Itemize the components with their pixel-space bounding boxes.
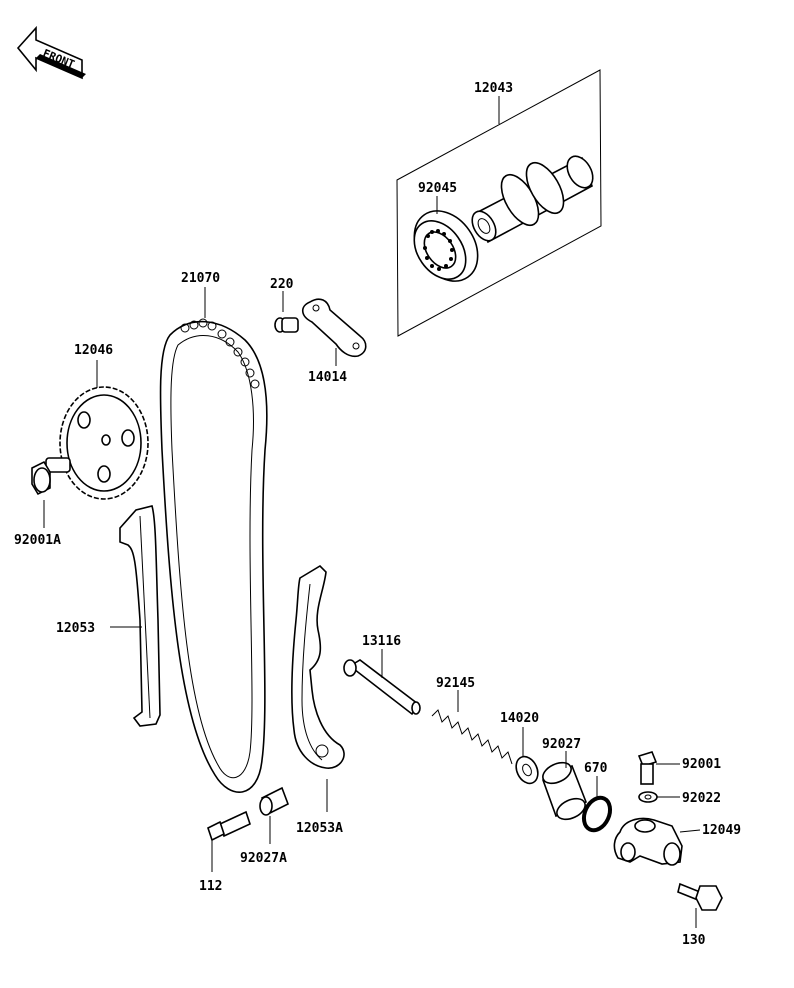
camshaft-group-box [396,69,602,337]
callout-112: 112 [199,879,222,894]
tensioner-body-12049 [613,817,701,866]
bearing-92045 [413,196,479,282]
callout-92027A: 92027A [240,851,287,866]
bolt-112 [207,810,251,872]
spring-92145 [431,690,513,765]
callout-12053A: 12053A [296,821,343,836]
callout-12049: 12049 [702,823,741,838]
push-rod-13116 [343,649,421,716]
callout-12046: 12046 [74,343,113,358]
collar-92027A [259,786,290,844]
callout-92145: 92145 [436,676,475,691]
callout-13116: 13116 [362,634,401,649]
callout-670: 670 [584,761,608,776]
bolt-92001 [637,751,680,785]
bolt-220 [274,291,299,333]
callout-21070: 21070 [181,271,220,286]
nut-14020 [515,727,539,785]
callout-92027: 92027 [542,737,581,752]
callout-14020: 14020 [500,711,539,726]
callout-92045: 92045 [418,181,457,196]
washer-92022 [638,791,680,803]
chain-guide-14014 [301,298,367,366]
callout-12043: 12043 [474,81,513,96]
tensioner-guide-12053A [291,564,345,812]
bolt-130 [677,882,723,928]
callout-14014: 14014 [308,370,347,385]
chain-guide-12053 [110,505,161,727]
callout-92001A: 92001A [14,533,61,548]
camshaft [471,155,594,244]
callout-130: 130 [682,933,706,948]
o-ring-670 [581,776,613,833]
callout-92001: 92001 [682,757,721,772]
callout-92022: 92022 [682,791,721,806]
callout-labels: 12043 92045 21070 220 14014 12046 92001A… [14,81,741,948]
callout-12053: 12053 [56,621,95,636]
sprocket-12046 [59,360,149,500]
front-arrow-icon: FRONT [16,25,86,80]
cam-chain-21070 [159,287,268,793]
bolt-92001A [31,457,71,528]
callout-220: 220 [270,277,294,292]
sleeve-92027 [542,751,588,821]
